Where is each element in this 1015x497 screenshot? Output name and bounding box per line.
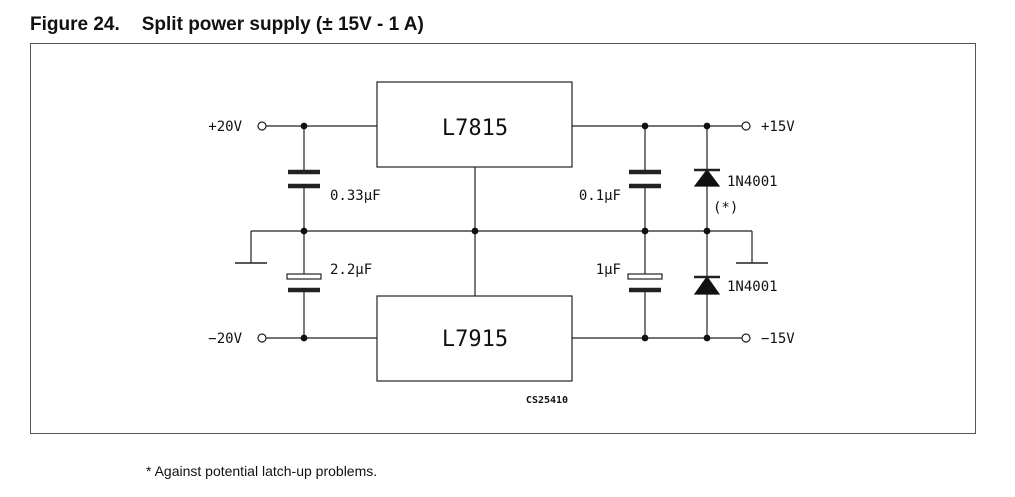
label-output-negative: −15V	[761, 331, 795, 347]
terminal-output-negative	[741, 333, 751, 343]
capacitor-output-positive	[629, 169, 661, 189]
capacitor-input-positive	[288, 169, 320, 189]
ground-symbol-left	[235, 231, 267, 264]
label-diode-bottom: 1N4001	[727, 279, 778, 295]
junction-dots	[300, 122, 711, 342]
regulator-l7815: L7815	[376, 81, 573, 168]
diagram-code: CS25410	[526, 395, 568, 406]
label-input-negative: −20V	[208, 331, 242, 347]
terminal-input-negative	[257, 333, 267, 343]
figure-number: Figure 24.	[30, 14, 120, 35]
labels: +20V −20V +15V −15V 0.33μF 2.2μF 0.1μF 1…	[208, 119, 795, 406]
label-cap-output-positive: 0.1μF	[579, 188, 621, 204]
capacitor-output-negative	[627, 273, 663, 293]
label-input-positive: +20V	[208, 119, 242, 135]
terminal-input-positive	[257, 121, 267, 131]
terminal-output-positive	[741, 121, 751, 131]
ground-symbol-right	[736, 231, 768, 264]
diode-bottom	[693, 275, 721, 295]
footnote: * Against potential latch-up problems.	[146, 463, 378, 479]
label-diode-top: 1N4001	[727, 174, 778, 190]
regulator-label-positive: L7815	[442, 116, 508, 141]
regulator-l7915: L7915	[376, 295, 573, 382]
figure-title: Figure 24. Split power supply (± 15V - 1 …	[30, 14, 424, 36]
label-diode-note: (*)	[713, 200, 738, 216]
regulator-label-negative: L7915	[442, 327, 508, 352]
diagram-frame	[30, 43, 976, 434]
label-cap-input-positive: 0.33μF	[330, 188, 381, 204]
label-output-positive: +15V	[761, 119, 795, 135]
terminals	[257, 121, 751, 343]
diode-top	[693, 168, 721, 187]
label-cap-input-negative: 2.2μF	[330, 262, 372, 278]
label-cap-output-negative: 1μF	[596, 262, 621, 278]
regulator-box-positive	[376, 81, 573, 168]
capacitor-input-negative	[286, 273, 322, 293]
figure-caption: Split power supply (± 15V - 1 A)	[141, 14, 424, 35]
